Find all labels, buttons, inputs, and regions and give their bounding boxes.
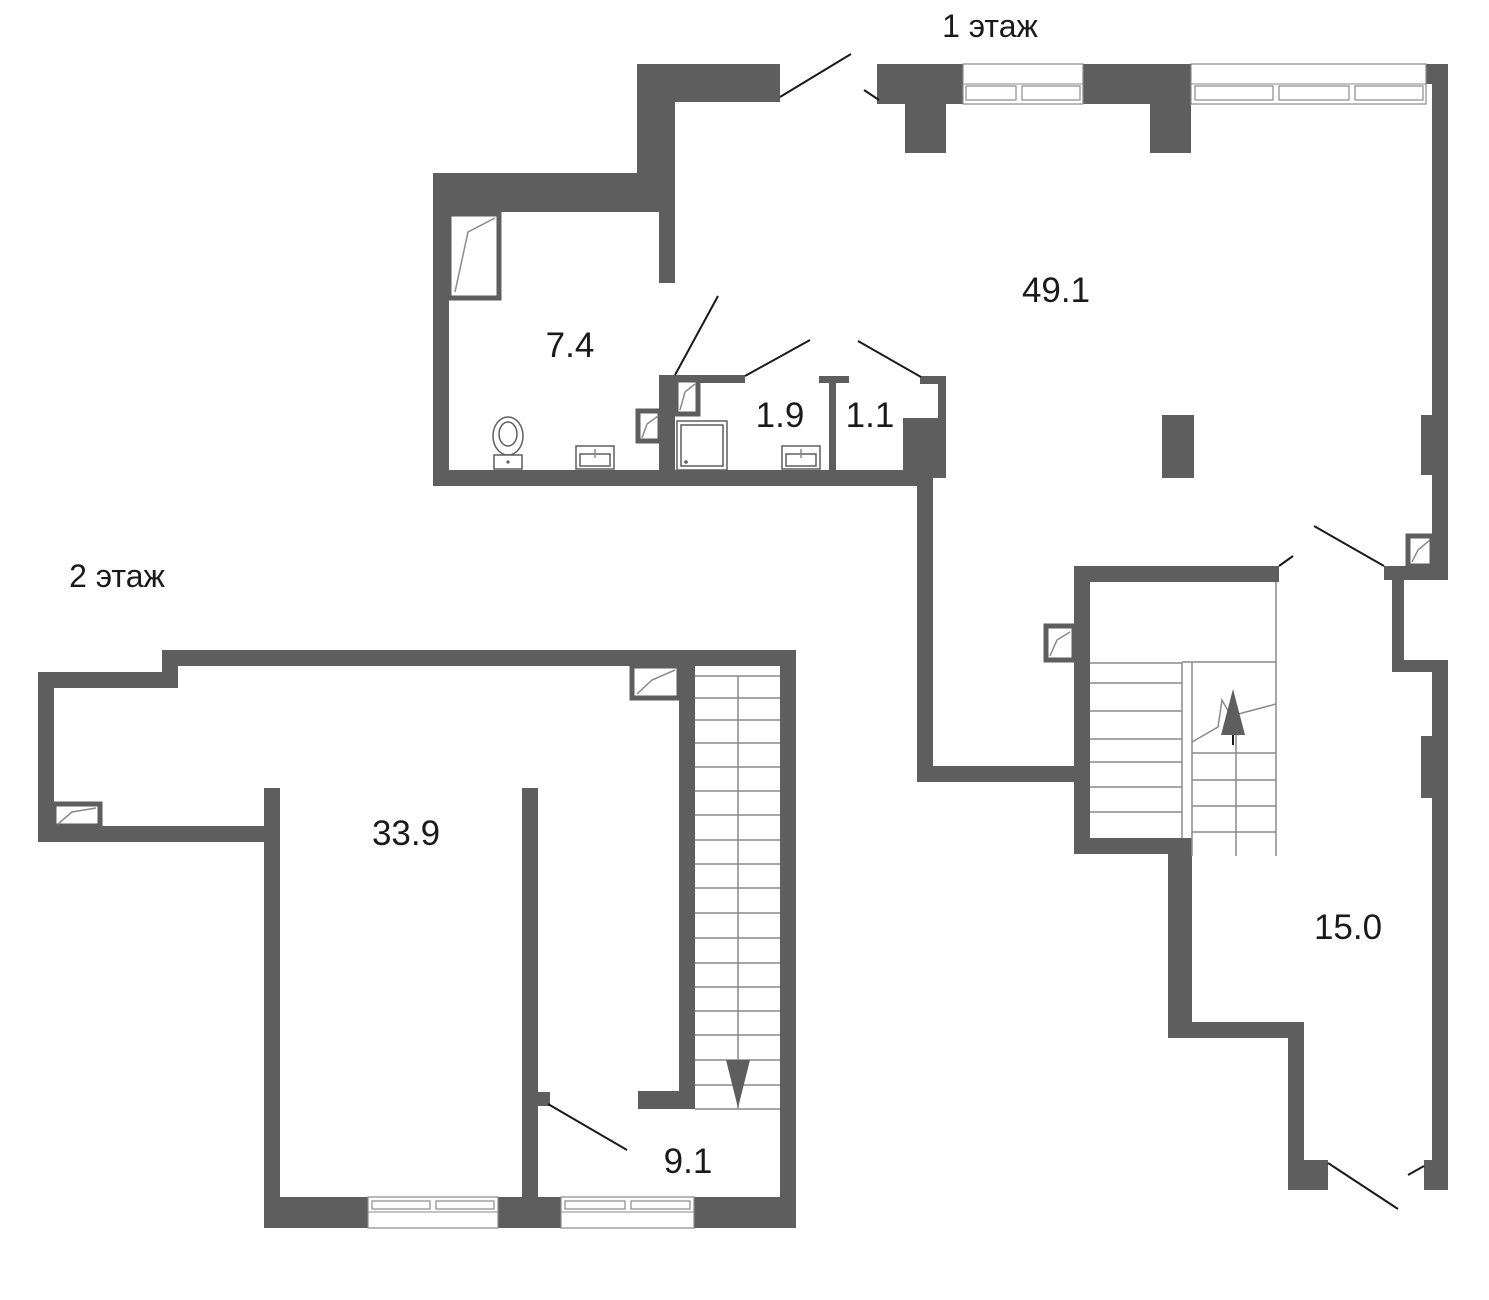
- door-swing-icon: [674, 53, 1425, 1210]
- staircase-icon: [1090, 582, 1278, 856]
- staircase-icon: [695, 675, 780, 1110]
- first-floor-walls: [433, 64, 1448, 1190]
- window-icon: [962, 63, 1427, 105]
- second-floor-title: 2 этаж: [69, 558, 165, 594]
- room-area-main-room: 33.9: [372, 814, 440, 853]
- first-floor-plan: 1 этаж 49.1 7.4 1.9 1.1 15.0: [433, 8, 1448, 1210]
- shower-tray-icon: [676, 420, 728, 471]
- room-area-wc: 1.1: [846, 396, 895, 435]
- room-area-small-room: 9.1: [664, 1142, 713, 1181]
- ventilation-shaft-icon: [446, 211, 1435, 663]
- second-floor-walls: [38, 650, 796, 1228]
- ventilation-shaft-icon: [51, 663, 682, 829]
- second-floor-plan: 2 этаж 33.9 9.1: [38, 558, 796, 1229]
- toilet-icon: [492, 416, 524, 470]
- sink-icon: [575, 445, 615, 470]
- window-icon: [367, 1196, 695, 1229]
- room-area-bathroom: 1.9: [756, 396, 805, 435]
- stair-arrow-up-icon: [1221, 689, 1245, 745]
- room-area-main-hall: 49.1: [1022, 271, 1090, 310]
- room-area-storage: 7.4: [546, 326, 595, 365]
- sink-icon: [781, 445, 821, 470]
- stair-arrow-down-icon: [726, 1060, 750, 1108]
- room-area-corridor: 15.0: [1314, 908, 1382, 947]
- first-floor-title: 1 этаж: [942, 8, 1038, 44]
- door-swing-icon: [547, 1103, 628, 1151]
